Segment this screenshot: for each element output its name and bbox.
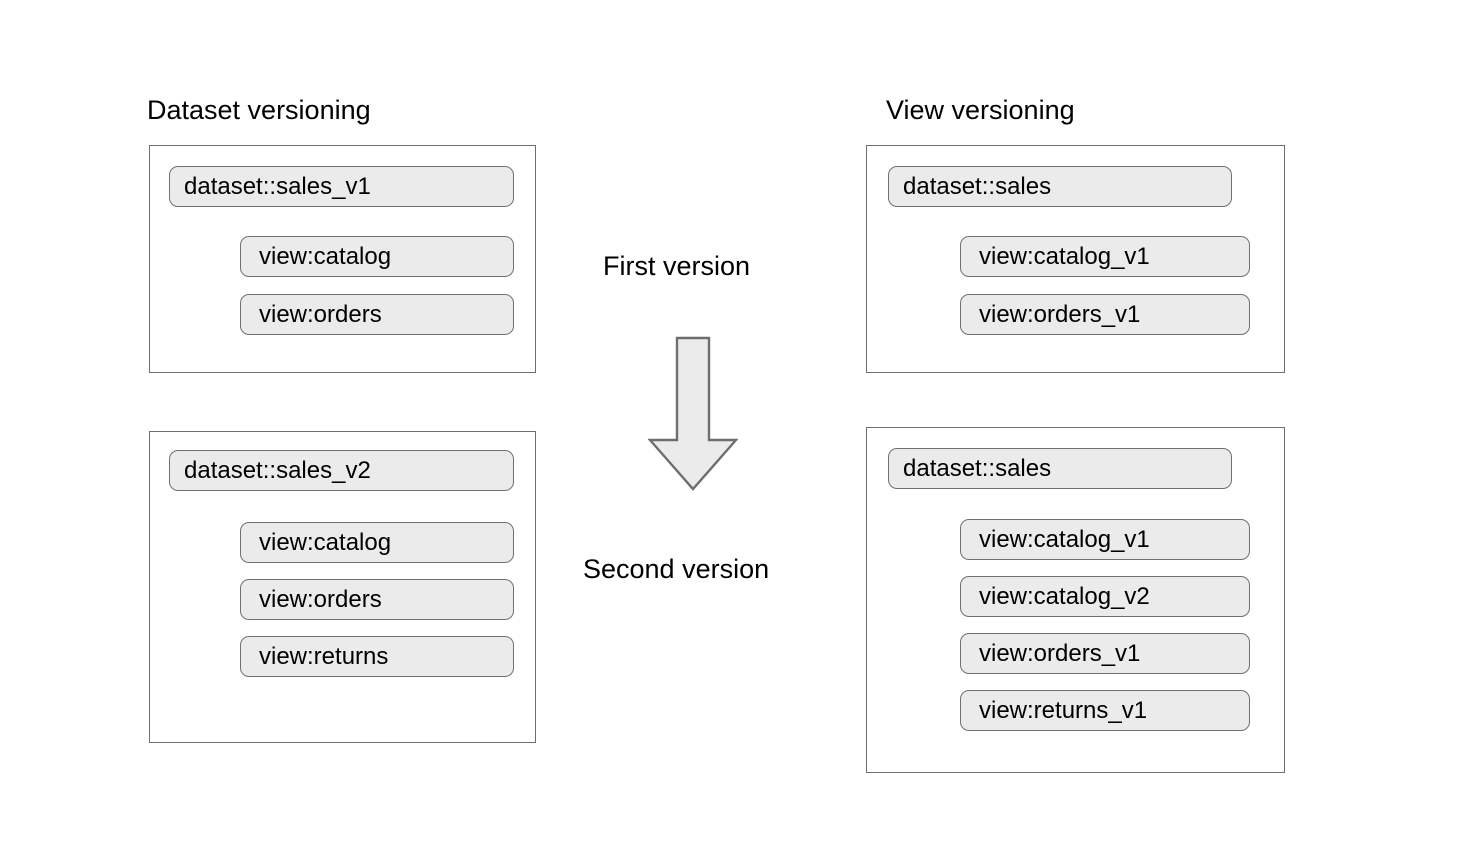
view-pill[interactable]: view:returns_v1	[960, 690, 1250, 731]
dataset-pill[interactable]: dataset::sales_v2	[169, 450, 514, 491]
view-pill[interactable]: view:orders	[240, 579, 514, 620]
view-pill[interactable]: view:catalog_v1	[960, 519, 1250, 560]
column-title-dataset-versioning: Dataset versioning	[147, 95, 371, 125]
flow-caption-first-version: First version	[603, 251, 751, 281]
flow-caption-second-version: Second version	[583, 554, 770, 584]
view-pill[interactable]: view:returns	[240, 636, 514, 677]
view-pill[interactable]: view:catalog	[240, 522, 514, 563]
down-arrow-icon	[648, 336, 738, 492]
dataset-pill[interactable]: dataset::sales_v1	[169, 166, 514, 207]
column-title-view-versioning: View versioning	[886, 95, 1075, 125]
view-pill[interactable]: view:orders_v1	[960, 633, 1250, 674]
dataset-pill[interactable]: dataset::sales	[888, 166, 1232, 207]
view-pill[interactable]: view:catalog_v1	[960, 236, 1250, 277]
view-pill[interactable]: view:orders	[240, 294, 514, 335]
view-pill[interactable]: view:catalog	[240, 236, 514, 277]
view-pill[interactable]: view:orders_v1	[960, 294, 1250, 335]
view-pill[interactable]: view:catalog_v2	[960, 576, 1250, 617]
dataset-pill[interactable]: dataset::sales	[888, 448, 1232, 489]
